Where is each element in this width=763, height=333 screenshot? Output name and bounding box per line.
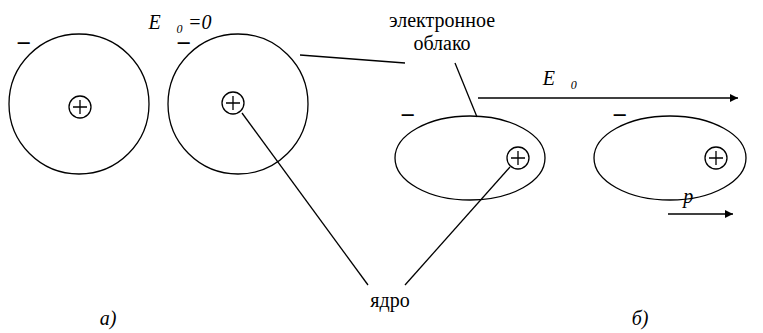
nucleus-symbol	[705, 147, 727, 169]
nucleus-symbol	[69, 96, 91, 118]
panel-label: б)	[632, 307, 649, 330]
nucleus-symbol	[507, 147, 529, 169]
callout-label: ядро	[370, 289, 409, 312]
callout-label: электронное облако	[382, 9, 502, 55]
charge-sign: −	[17, 29, 32, 59]
charge-sign: −	[177, 29, 192, 59]
leader-line	[455, 63, 477, 117]
dipole-arrow	[668, 213, 733, 214]
charge-sign: −	[401, 101, 416, 131]
nucleus-symbol	[222, 92, 244, 114]
field-label: E⃗₀	[543, 67, 578, 90]
charge-sign: −	[613, 101, 628, 131]
leader-line	[242, 113, 368, 285]
panel-label: а)	[100, 307, 117, 330]
leader-line	[300, 55, 405, 63]
leader-line	[405, 167, 510, 285]
field-arrow	[478, 97, 738, 98]
electron-cloud	[395, 116, 545, 200]
dipole-label: p⃗	[683, 185, 709, 208]
